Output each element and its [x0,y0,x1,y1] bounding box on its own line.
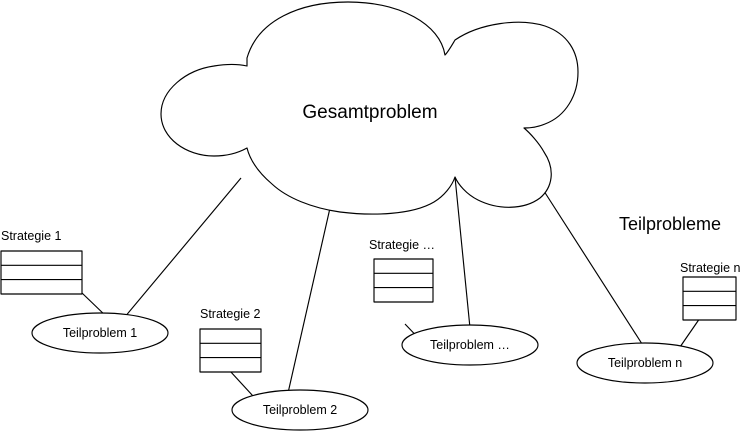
subproblem-label-1: Teilproblem 1 [63,326,137,340]
section-label-teilprobleme: Teilprobleme [619,214,721,234]
strategy-label-1: Strategie 1 [1,229,62,243]
connector-cloud-to-teilproblem-n [541,187,645,348]
strategy-table-1[interactable] [0,250,83,295]
strategy-table-3[interactable] [373,258,434,303]
subproblem-ellipse-3[interactable] [401,324,539,366]
strategy-table-2[interactable] [199,328,262,373]
connector-cloud-to-teilproblem-2 [287,207,331,394]
subproblem-ellipse-1[interactable] [31,312,169,354]
branch-3-group: Strategie … Teilproblem … [369,238,539,366]
connector-strategie-2-to-teilproblem-2 [229,370,254,397]
subproblem-ellipse-2[interactable] [231,389,369,431]
strategy-label-n: Strategie n [680,261,741,275]
branch-n-group: Strategie n Teilproblem n [576,261,741,384]
strategy-label-3: Strategie … [369,238,435,252]
subproblem-label-2: Teilproblem 2 [263,403,337,417]
strategy-table-n[interactable] [682,276,737,321]
connector-cloud-to-teilproblem-3 [454,176,471,329]
subproblem-ellipse-n[interactable] [576,342,714,384]
connector-cloud-to-teilproblem-1 [123,177,242,319]
subproblem-label-3: Teilproblem … [430,338,510,352]
cloud-label-gesamtproblem: Gesamtproblem [302,102,437,123]
branch-2-group: Strategie 2 Teilproblem 2 [199,307,369,431]
subproblem-label-n: Teilproblem n [608,356,682,370]
strategy-label-2: Strategie 2 [200,307,261,321]
branch-1-group: Strategie 1 Teilproblem 1 [0,229,169,354]
cloud-shape-gesamtproblem [160,1,579,215]
connector-strategie-n-to-teilproblem-n [679,317,701,348]
